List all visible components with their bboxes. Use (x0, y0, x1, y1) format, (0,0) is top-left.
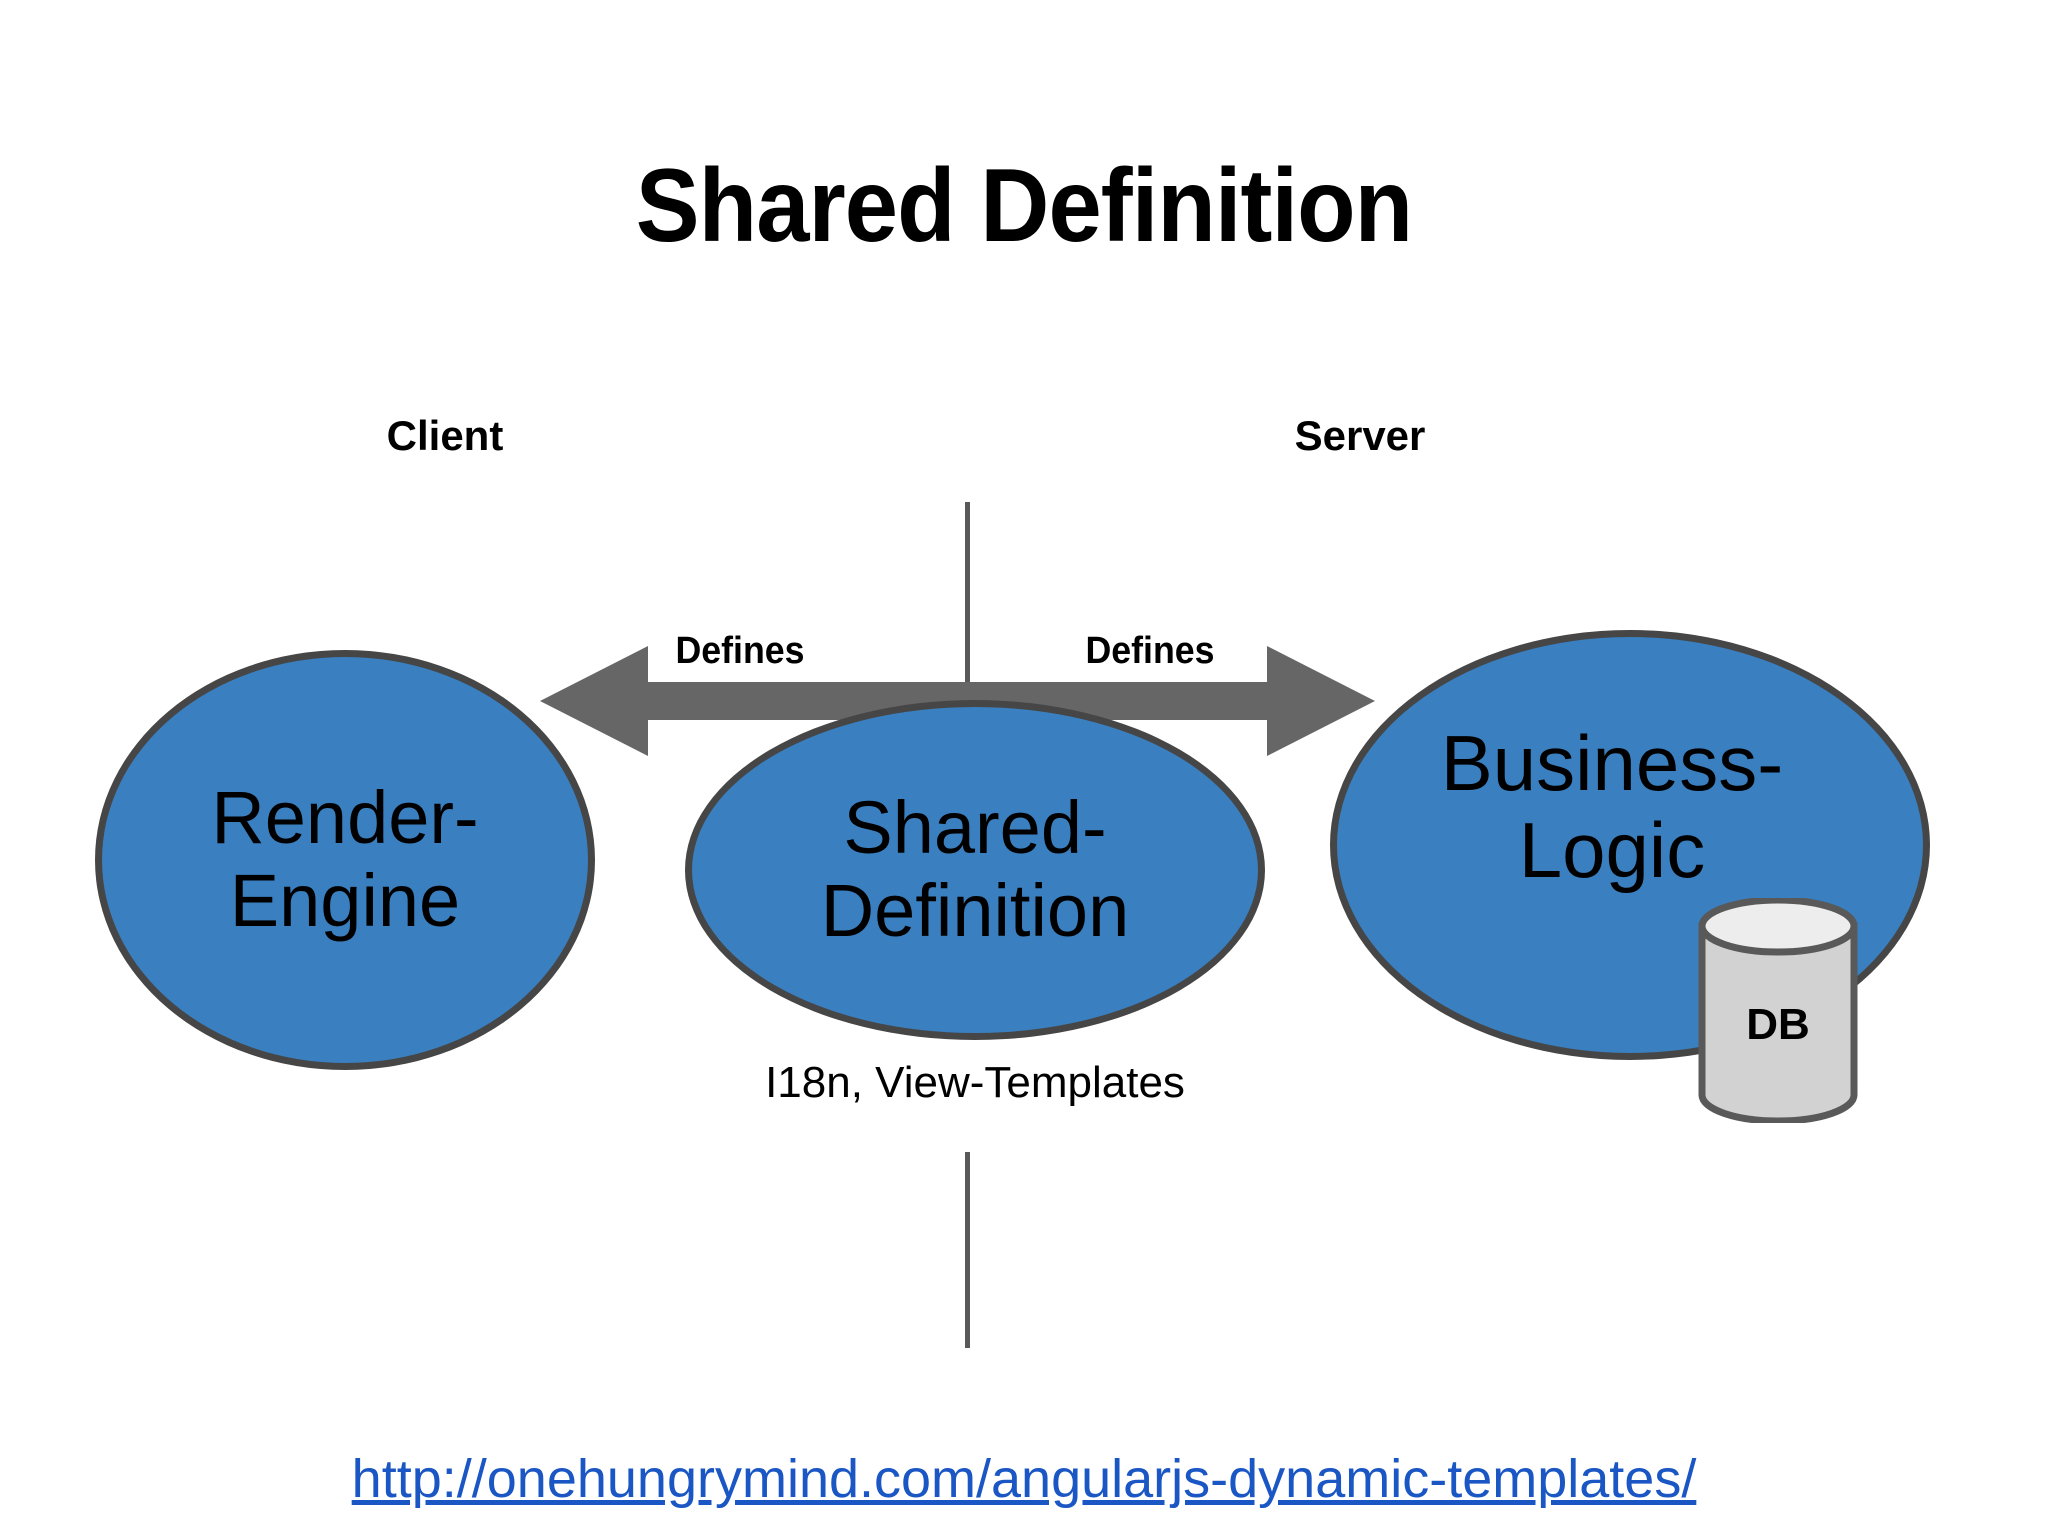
defines-label-right: Defines (1085, 630, 1215, 672)
shared-definition-caption: I18n, View-Templates (765, 1058, 1185, 1107)
client-server-divider-bottom (965, 1152, 970, 1348)
source-url-link[interactable]: http://onehungrymind.com/angularjs-dynam… (351, 1449, 1697, 1509)
server-zone-label: Server (1294, 412, 1426, 459)
page-title: Shared Definition (635, 148, 1413, 264)
node-shared-definition[interactable]: Shared- Definition (685, 700, 1265, 1040)
client-server-divider-top (965, 502, 970, 692)
node-shared-definition-label: Shared- Definition (820, 786, 1130, 952)
node-business-logic-label: Business- Logic (1440, 718, 1784, 894)
db-cylinder-body (1698, 922, 1858, 1123)
db-cylinder-top (1698, 898, 1858, 956)
node-render-engine-label: Render- Engine (211, 776, 479, 942)
node-render-engine[interactable]: Render- Engine (95, 650, 595, 1070)
defines-label-left: Defines (675, 630, 805, 672)
database-cylinder-icon (1698, 898, 1858, 1123)
client-zone-label: Client (386, 412, 504, 459)
node-business-logic[interactable]: Business- Logic (1330, 630, 1930, 1060)
